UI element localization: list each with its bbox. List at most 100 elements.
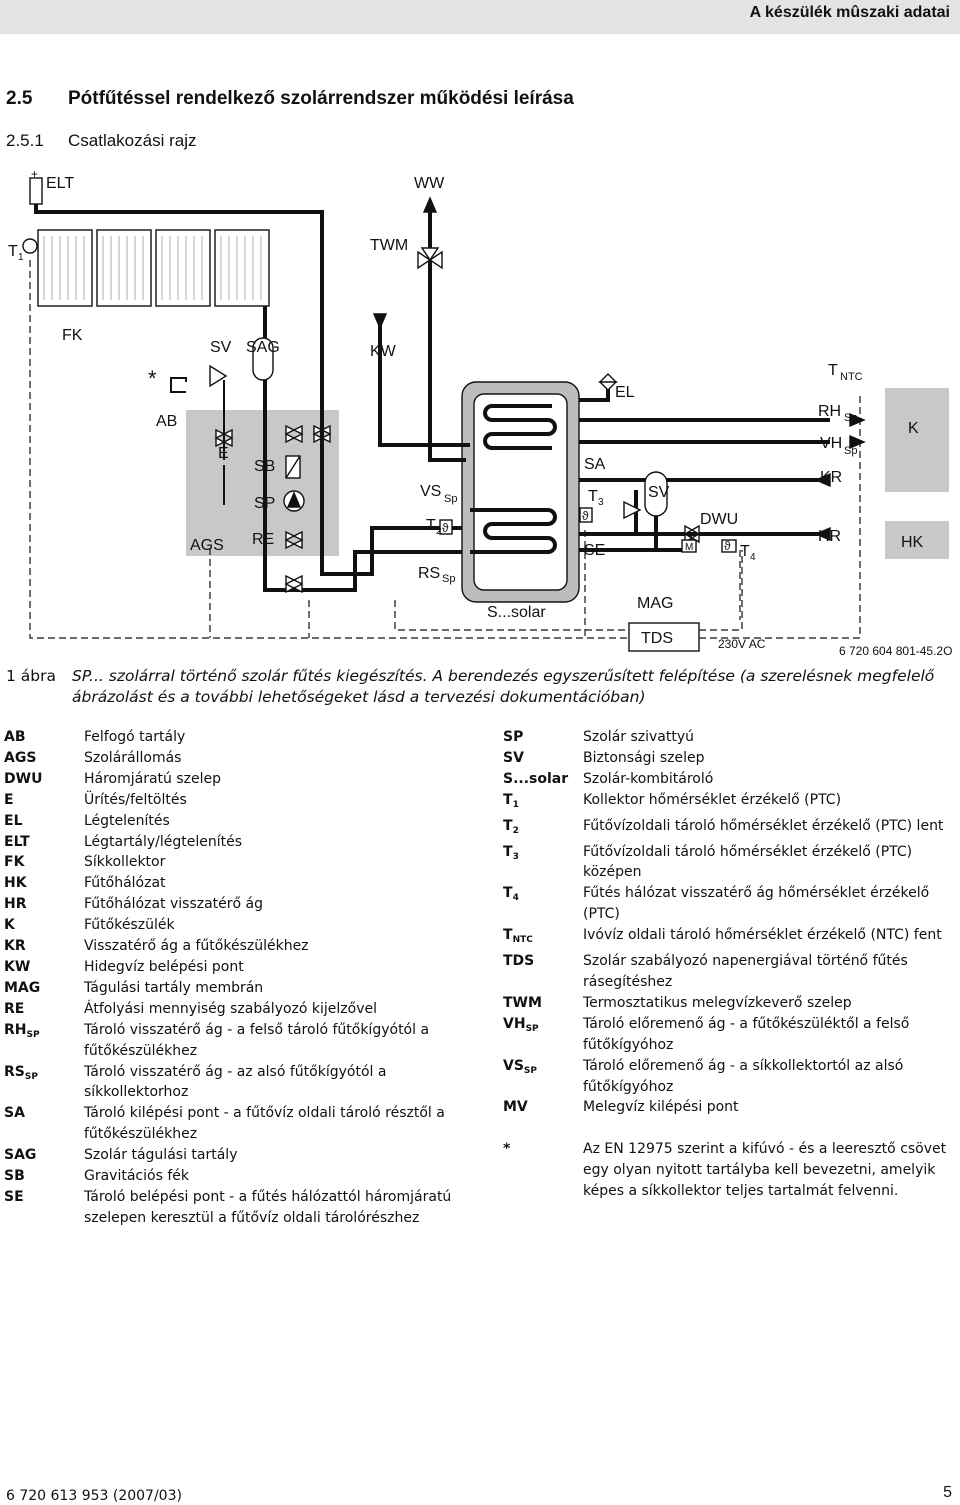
hk-box <box>885 521 949 559</box>
label-sv-left: SV <box>210 339 232 356</box>
label-sb: SB <box>254 458 275 475</box>
label-twm: TWM <box>370 237 408 254</box>
legend-row: VSSP Tároló előremenő ág - a síkkollektor… <box>503 1056 953 1098</box>
legend-abbr: DWU <box>4 769 84 790</box>
label-vhsp-sub: Sp <box>844 445 857 457</box>
page-number: 5 <box>943 1484 952 1501</box>
legend-abbr-text: T <box>503 817 513 834</box>
legend-abbr-text: RS <box>4 1063 25 1080</box>
label-ab: AB <box>156 413 177 430</box>
legend-abbr: T4 <box>503 883 583 925</box>
legend-definition: Síkkollektor <box>84 854 166 871</box>
label-e: E <box>218 445 229 462</box>
label-t1: T <box>8 243 18 260</box>
upper-coil <box>483 404 557 450</box>
legend-abbr-text: DWU <box>4 770 43 787</box>
legend-abbr-text: SB <box>4 1168 25 1185</box>
label-sag: SAG <box>246 339 280 356</box>
legend-definition: Tároló belépési pont - a fűtés hálózattó… <box>84 1188 452 1226</box>
label-t4-sub: 4 <box>750 552 756 563</box>
legend-definition: Fűtőhálózat visszatérő ág <box>84 896 264 913</box>
legend-row: E Ürítés/feltöltés <box>4 790 474 811</box>
tds-controller <box>628 622 700 652</box>
legend-row: ELT Légtartály/légtelenítés <box>4 832 474 853</box>
legend-abbr-sub: SP <box>24 1071 38 1082</box>
legend-abbr-text: MV <box>503 1099 528 1116</box>
legend-abbr-text: TDS <box>503 953 535 970</box>
label-kw: KW <box>370 343 397 360</box>
legend-gap <box>503 1118 953 1139</box>
legend-abbr-text: T <box>503 791 513 808</box>
label-sa: SA <box>584 456 606 473</box>
legend-abbr: AB <box>4 727 84 748</box>
legend-row: SB Gravitációs fék <box>4 1166 474 1187</box>
legend-abbr: RHSP <box>4 1020 84 1062</box>
legend-abbr-text: ELT <box>4 833 30 850</box>
legend-definition: Szolár-kombitároló <box>583 770 714 787</box>
legend-abbr: RSSP <box>4 1062 84 1104</box>
legend-abbr-text: TWM <box>503 994 542 1011</box>
label-rhsp-sub: Sp <box>844 412 857 424</box>
legend-abbr: EL <box>4 811 84 832</box>
legend-definition: Visszatérő ág a fűtőkészülékhez <box>84 938 309 955</box>
label-plus: + <box>31 167 38 181</box>
legend-abbr-text: FK <box>4 854 25 871</box>
legend-definition: Átfolyási mennyiség szabályozó kijelzőve… <box>84 1000 378 1017</box>
label-rs: RS <box>418 565 440 582</box>
legend-abbr-sub: 1 <box>512 799 519 810</box>
footer-code: 6 720 613 953 (2007/03) <box>6 1488 182 1504</box>
legend-definition: Tároló visszatérő ág - a felső tároló fű… <box>84 1021 430 1059</box>
legend-abbr-text: SP <box>503 729 524 745</box>
label-elt: ELT <box>46 175 74 192</box>
legend-abbr-sub: NTC <box>512 935 533 946</box>
label-ac: 230V AC <box>718 637 766 651</box>
legend-abbr-text: S...solar <box>503 770 569 787</box>
legend-abbr-text: HR <box>4 896 27 913</box>
lower-coil <box>470 508 557 554</box>
legend-abbr-sub: SP <box>26 1029 40 1040</box>
legend-abbr-text: VH <box>503 1015 526 1032</box>
legend-abbr-text: VS <box>503 1057 524 1074</box>
legend-definition: Szolárállomás <box>84 749 182 766</box>
legend-abbr-text: T <box>503 927 513 944</box>
legend-definition: Légtelenítés <box>84 812 170 829</box>
legend-abbr-text: * <box>503 1141 511 1158</box>
label-dwu: DWU <box>700 511 738 528</box>
legend-definition: Ürítés/feltöltés <box>84 791 187 808</box>
legend-abbr-text: EL <box>4 812 23 829</box>
legend-abbr: SP <box>503 727 583 748</box>
legend-abbr-text: E <box>4 791 14 808</box>
subsection-title: Csatlakozási rajz <box>68 131 197 150</box>
label-ww: WW <box>414 175 445 192</box>
legend-abbr-sub: SP <box>523 1065 537 1076</box>
legend-abbr: RE <box>4 999 84 1020</box>
legend-definition: Gravitációs fék <box>84 1168 189 1185</box>
legend-definition: Légtartály/légtelenítés <box>84 833 242 850</box>
label-vs-sub: Sp <box>444 493 457 505</box>
legend-row: *Az EN 12975 szerint a kifúvó - és a lee… <box>503 1139 953 1202</box>
label-rs-sub: Sp <box>442 573 455 585</box>
label-se: SE <box>584 542 605 559</box>
label-t1-sub: 1 <box>18 252 24 263</box>
caption-label: 1 ábra <box>6 667 56 685</box>
legend-abbr-text: SV <box>503 749 524 766</box>
legend-abbr: K <box>4 915 84 936</box>
label-kr: KR <box>820 469 842 486</box>
figure-code: 6 720 604 801-45.2O <box>839 644 952 658</box>
legend-abbr: HK <box>4 873 84 894</box>
caption-text: SP... szolárral történő szolár fűtés kie… <box>72 667 935 706</box>
label-hr: HR <box>818 528 841 545</box>
legend-abbr-sub: 3 <box>512 851 519 862</box>
legend-definition: Tároló előremenő ág - a síkkollektortól … <box>583 1057 904 1095</box>
legend-definition: Tároló kilépési pont - a fűtővíz oldali … <box>84 1105 445 1143</box>
legend-definition: Tároló visszatérő ág - az alsó fűtőkígyó… <box>84 1063 387 1101</box>
legend-abbr-text: SAG <box>4 1147 37 1164</box>
